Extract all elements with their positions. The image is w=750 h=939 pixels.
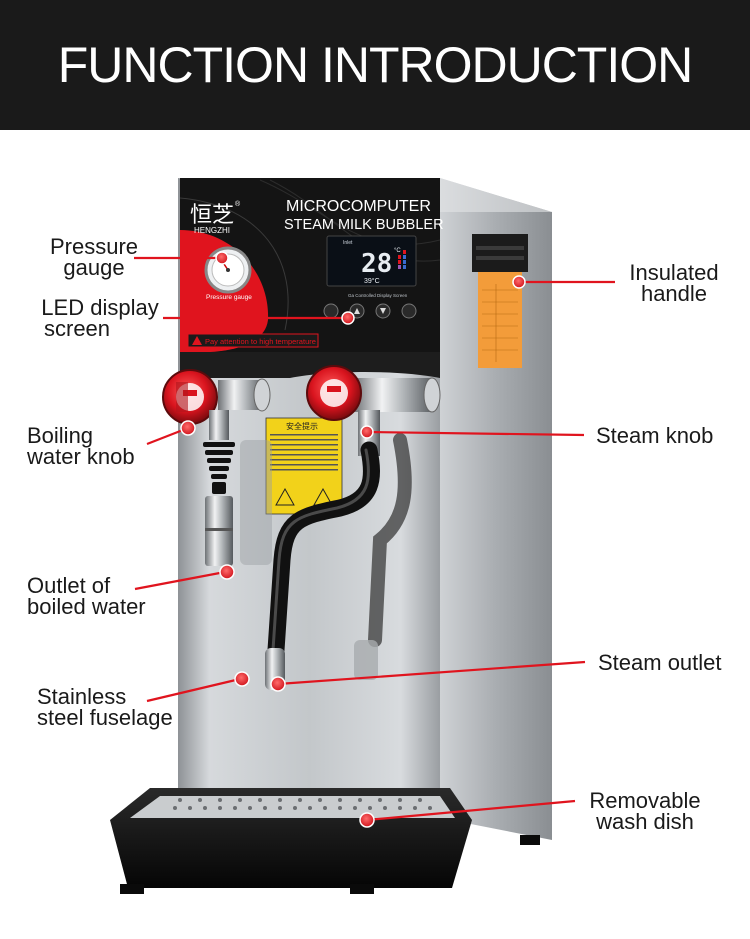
callout-dot-wash xyxy=(359,812,375,828)
display-caption: Ga Controlled Display Screen xyxy=(348,293,408,298)
label-pressure-gauge: Pressure gauge xyxy=(49,234,139,280)
callout-line-steam-outlet xyxy=(277,660,586,686)
control-button-1[interactable] xyxy=(323,303,339,319)
caution-sticker xyxy=(265,417,343,515)
label-led-display: LED display screen xyxy=(41,295,159,341)
callout-dot-led xyxy=(341,311,355,325)
side-sticker xyxy=(478,272,522,368)
label-removable-wash-dish: Removable wash dish xyxy=(589,788,701,834)
display-inlet: Inlet xyxy=(343,240,353,246)
brand-logo-chinese: 恒芝 xyxy=(190,203,234,228)
label-stainless-steel: Stainless steel fuselage xyxy=(37,684,173,730)
machine-title-line1: MICROCOMPUTER xyxy=(286,198,431,215)
led-display xyxy=(326,235,417,287)
label-steam-knob: Steam knob xyxy=(596,423,714,448)
header-banner: FUNCTION INTRODUCTION xyxy=(0,0,750,130)
control-button-4[interactable] xyxy=(401,303,417,319)
gauge-caption: Pressure gauge xyxy=(206,294,252,301)
callout-dot-steam-knob xyxy=(360,425,374,439)
brand-registered-mark: ® xyxy=(235,200,241,208)
page-title: FUNCTION INTRODUCTION xyxy=(57,37,694,93)
product-illustration: 恒芝 ® HENGZHI MICROCOMPUTER STEAM MILK BU… xyxy=(0,130,750,939)
display-unit: °C xyxy=(394,248,401,254)
callout-dot-insulated xyxy=(512,275,526,289)
callout-dot-stainless xyxy=(234,671,250,687)
insulated-handle xyxy=(472,234,528,272)
warning-strip xyxy=(187,333,319,348)
machine-illustration: 恒芝 ® HENGZHI MICROCOMPUTER STEAM MILK BU… xyxy=(110,178,615,894)
display-main-value: 28 xyxy=(361,249,392,279)
callout-dot-outlet xyxy=(219,564,235,580)
callout-line-wash xyxy=(366,799,576,822)
machine-side-panel xyxy=(440,178,552,840)
label-insulated-handle: Insulated handle xyxy=(629,260,719,306)
callout-line-stainless xyxy=(146,677,241,703)
label-steam-outlet: Steam outlet xyxy=(598,650,722,675)
display-small-value: 39°C xyxy=(364,277,380,285)
warning-strip-text: Pay attention to high temperature xyxy=(205,337,316,346)
callout-dot-pressure xyxy=(215,251,229,265)
machine-title-line2: STEAM MILK BUBBLER xyxy=(284,217,444,233)
label-boiling-water-knob: Boiling water knob xyxy=(27,423,135,469)
caution-title: 安全提示 xyxy=(286,421,318,431)
brand-logo-latin: HENGZHI xyxy=(194,226,230,235)
label-outlet-boiled-water: Outlet of boiled water xyxy=(27,573,146,619)
callout-dot-steam-outlet xyxy=(270,676,286,692)
callout-dot-boiling xyxy=(180,420,196,436)
callout-line-steam-knob xyxy=(366,430,585,437)
callout-line-outlet xyxy=(134,570,226,591)
